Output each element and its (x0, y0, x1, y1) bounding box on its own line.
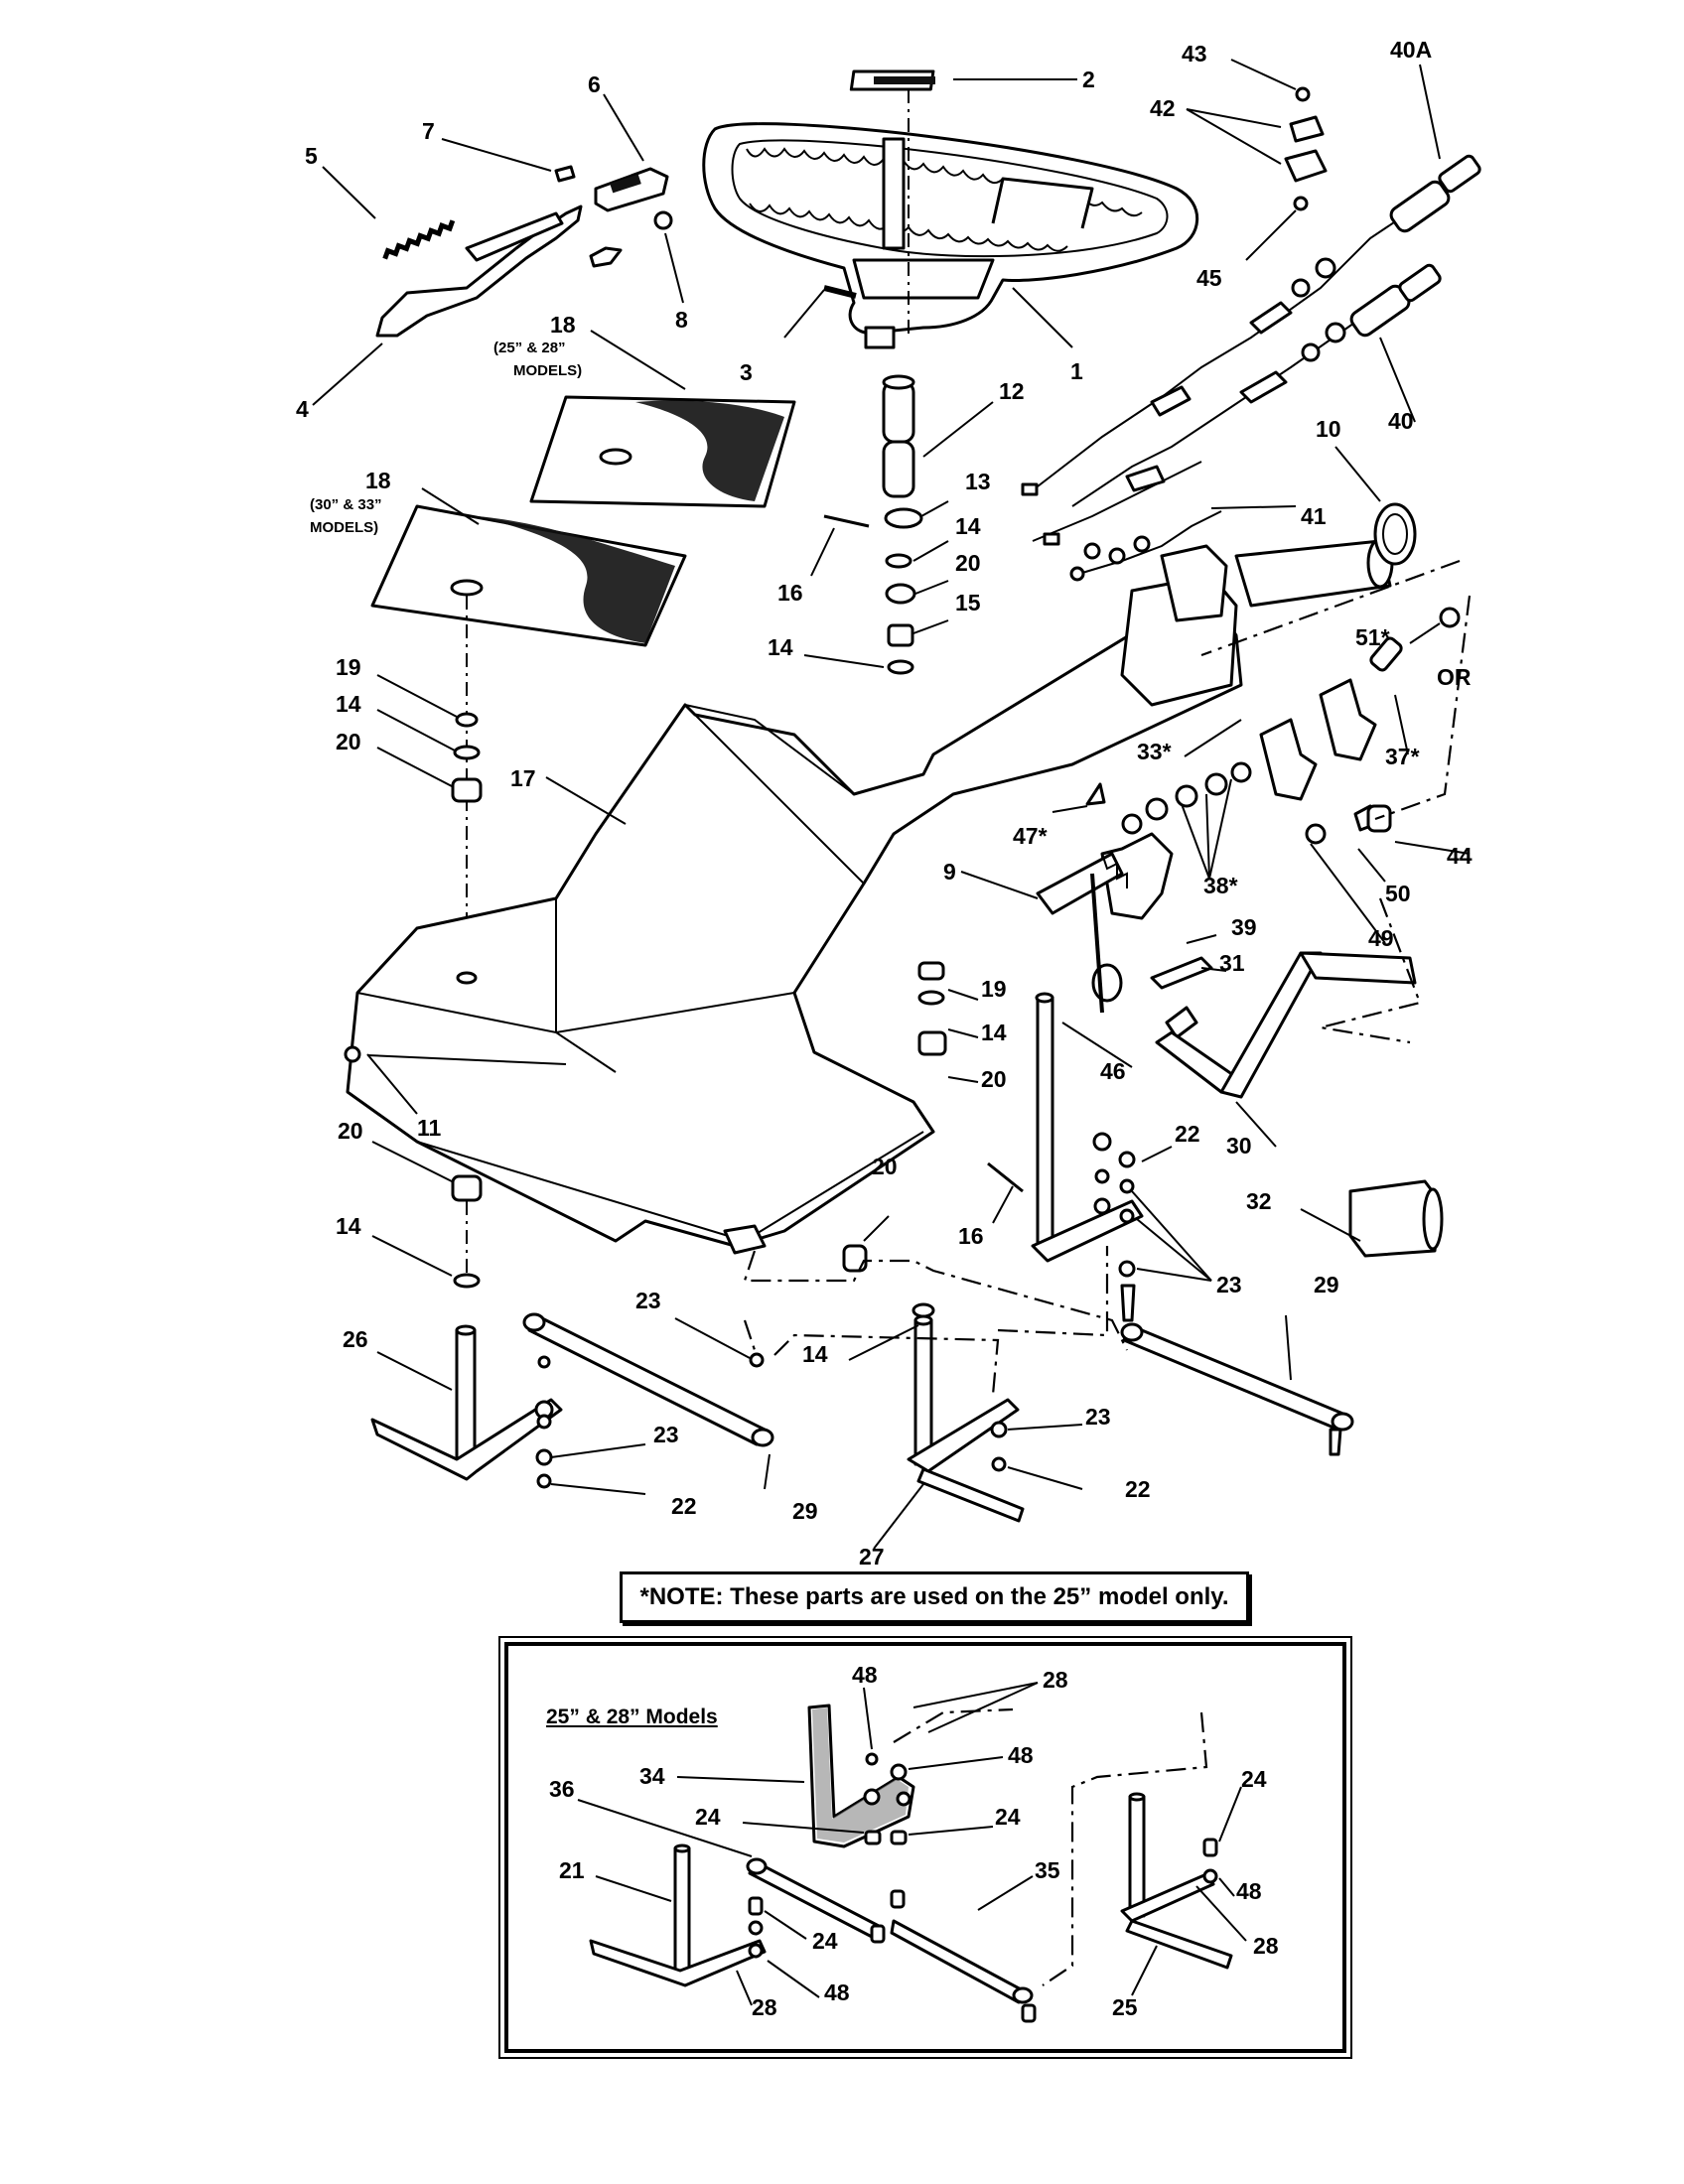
callout-19b: 19 (981, 976, 1007, 1002)
callout-37: 37* (1385, 744, 1420, 769)
callout-15: 15 (955, 590, 981, 615)
steering-shaft-parts (803, 374, 994, 675)
callout-16b: 16 (958, 1223, 984, 1249)
spindles-and-tie-rods (370, 1246, 1354, 1550)
center-pivot-parts (842, 961, 1212, 1322)
callout-30: 30 (1226, 1133, 1252, 1159)
callout-43: 43 (1182, 41, 1207, 67)
callout-50: 50 (1385, 881, 1411, 906)
callout-labels: 1 2 3 4 5 6 7 8 9 10 11 12 13 14 15 14 1… (296, 37, 1473, 1570)
left-spacers (371, 674, 483, 1289)
callout-49: 49 (1368, 925, 1394, 951)
callout-20a: 20 (955, 550, 981, 576)
callout-19a: 19 (336, 654, 361, 680)
inset-frame (498, 1636, 1352, 2059)
mat-small-note-1: (25” & 28” (493, 340, 566, 356)
callout-12: 12 (999, 378, 1025, 404)
callout-9: 9 (943, 859, 956, 885)
callout-29b: 29 (792, 1498, 818, 1524)
lift-lever-parts (960, 559, 1472, 1258)
callout-42: 42 (1150, 95, 1176, 121)
callout-23b: 23 (635, 1288, 661, 1313)
mat-large-note-1: (30” & 33” (310, 496, 382, 513)
callout-5: 5 (305, 143, 318, 169)
callout-14c: 14 (336, 691, 361, 717)
callout-31: 31 (1219, 950, 1245, 976)
callout-44: 44 (1447, 843, 1473, 869)
callout-18b: 18 (365, 468, 391, 493)
callout-45: 45 (1196, 265, 1222, 291)
throttle-lever-assembly (312, 93, 684, 406)
callout-20e: 20 (872, 1154, 898, 1179)
callout-14b: 14 (768, 634, 793, 660)
callout-2: 2 (1082, 67, 1095, 92)
callout-20b: 20 (336, 729, 361, 754)
callout-23d: 23 (1085, 1404, 1111, 1430)
callout-29a: 29 (1314, 1272, 1339, 1297)
callout-7: 7 (422, 118, 435, 144)
callout-23a: 23 (1216, 1272, 1242, 1297)
cable-assembly (1021, 59, 1481, 582)
callout-3: 3 (740, 359, 753, 385)
callout-47: 47* (1013, 823, 1048, 849)
callout-23c: 23 (653, 1422, 679, 1447)
callout-8: 8 (675, 307, 688, 333)
callout-18a: 18 (550, 312, 576, 338)
callout-20d: 20 (338, 1118, 363, 1144)
callout-38: 38* (1203, 873, 1238, 898)
callout-11: 11 (417, 1115, 442, 1141)
callout-20c: 20 (981, 1066, 1007, 1092)
callout-33: 33* (1137, 739, 1172, 764)
callout-22a: 22 (1175, 1121, 1200, 1147)
callout-40a: 40A (1390, 37, 1432, 63)
callout-46: 46 (1100, 1058, 1126, 1084)
model-note: *NOTE: These parts are used on the 25” m… (620, 1571, 1249, 1623)
mat-large-note-2: MODELS) (310, 519, 378, 536)
callout-32: 32 (1246, 1188, 1272, 1214)
callout-4: 4 (296, 396, 309, 422)
callout-14d: 14 (981, 1020, 1007, 1045)
callout-40: 40 (1388, 408, 1414, 434)
callout-39: 39 (1231, 914, 1257, 940)
callout-51: 51* (1355, 624, 1390, 650)
callout-13: 13 (965, 469, 991, 494)
callout-22b: 22 (671, 1493, 697, 1519)
callout-6: 6 (588, 71, 601, 97)
callout-26: 26 (343, 1326, 368, 1352)
callout-14a: 14 (955, 513, 981, 539)
callout-14e: 14 (336, 1213, 361, 1239)
callout-41: 41 (1301, 503, 1327, 529)
callout-27: 27 (859, 1544, 885, 1570)
callout-17: 17 (510, 765, 536, 791)
callout-10: 10 (1316, 416, 1341, 442)
mat-small-note-2: MODELS) (513, 362, 582, 379)
callout-22c: 22 (1125, 1476, 1151, 1502)
floor-mats (370, 330, 796, 948)
callout-14f: 14 (802, 1341, 828, 1367)
inset-title: 25” & 28” Models (546, 1706, 718, 1728)
or-label: OR (1437, 664, 1472, 690)
steering-wheel (702, 69, 1199, 349)
callout-1: 1 (1070, 358, 1083, 384)
callout-16a: 16 (777, 580, 803, 606)
